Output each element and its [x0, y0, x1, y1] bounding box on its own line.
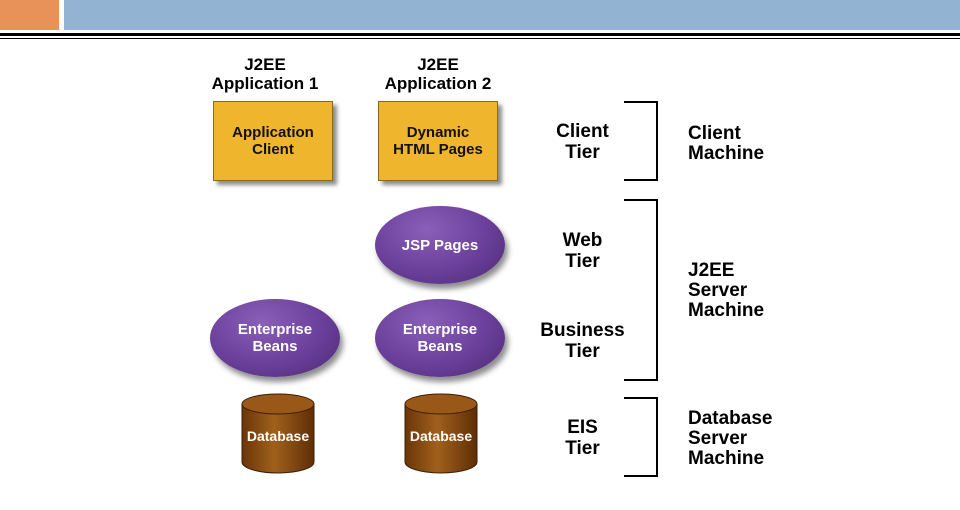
tier-label-web: Web Tier: [562, 230, 603, 272]
database-cylinder-app1: Database: [238, 392, 318, 476]
eis-tier-bracket: [624, 397, 658, 477]
database-icon: [241, 393, 315, 474]
enterprise-beans-oval-app2: Enterprise Beans: [375, 299, 505, 377]
database-label: Database: [246, 428, 310, 444]
application-client-box: Application Client: [213, 101, 333, 181]
column-heading-app2: J2EE Application 2: [384, 55, 492, 93]
database-cylinder-app2: Database: [401, 392, 481, 476]
tier-label-eis: EIS Tier: [565, 417, 600, 459]
jsp-pages-oval: JSP Pages: [375, 206, 505, 284]
machine-label-j2ee-server: J2EE Server Machine: [688, 260, 765, 321]
machine-label-client: Client Machine: [688, 123, 765, 164]
enterprise-beans-oval-app1: Enterprise Beans: [210, 299, 340, 377]
header-bar: [64, 0, 960, 30]
client-tier-bracket: [624, 101, 658, 181]
tier-label-business: Business Tier: [540, 320, 625, 362]
database-icon: [404, 393, 478, 474]
database-label: Database: [409, 428, 473, 444]
header-rule-thick: [0, 33, 960, 36]
header-rule-thin: [0, 38, 960, 39]
column-heading-app1: J2EE Application 1: [211, 55, 319, 93]
server-tiers-bracket: [624, 199, 658, 381]
header-accent-block: [0, 0, 59, 30]
machine-label-database-server: Database Server Machine: [688, 408, 773, 469]
tier-label-client: Client Tier: [556, 121, 609, 163]
dynamic-html-pages-box: Dynamic HTML Pages: [378, 101, 498, 181]
